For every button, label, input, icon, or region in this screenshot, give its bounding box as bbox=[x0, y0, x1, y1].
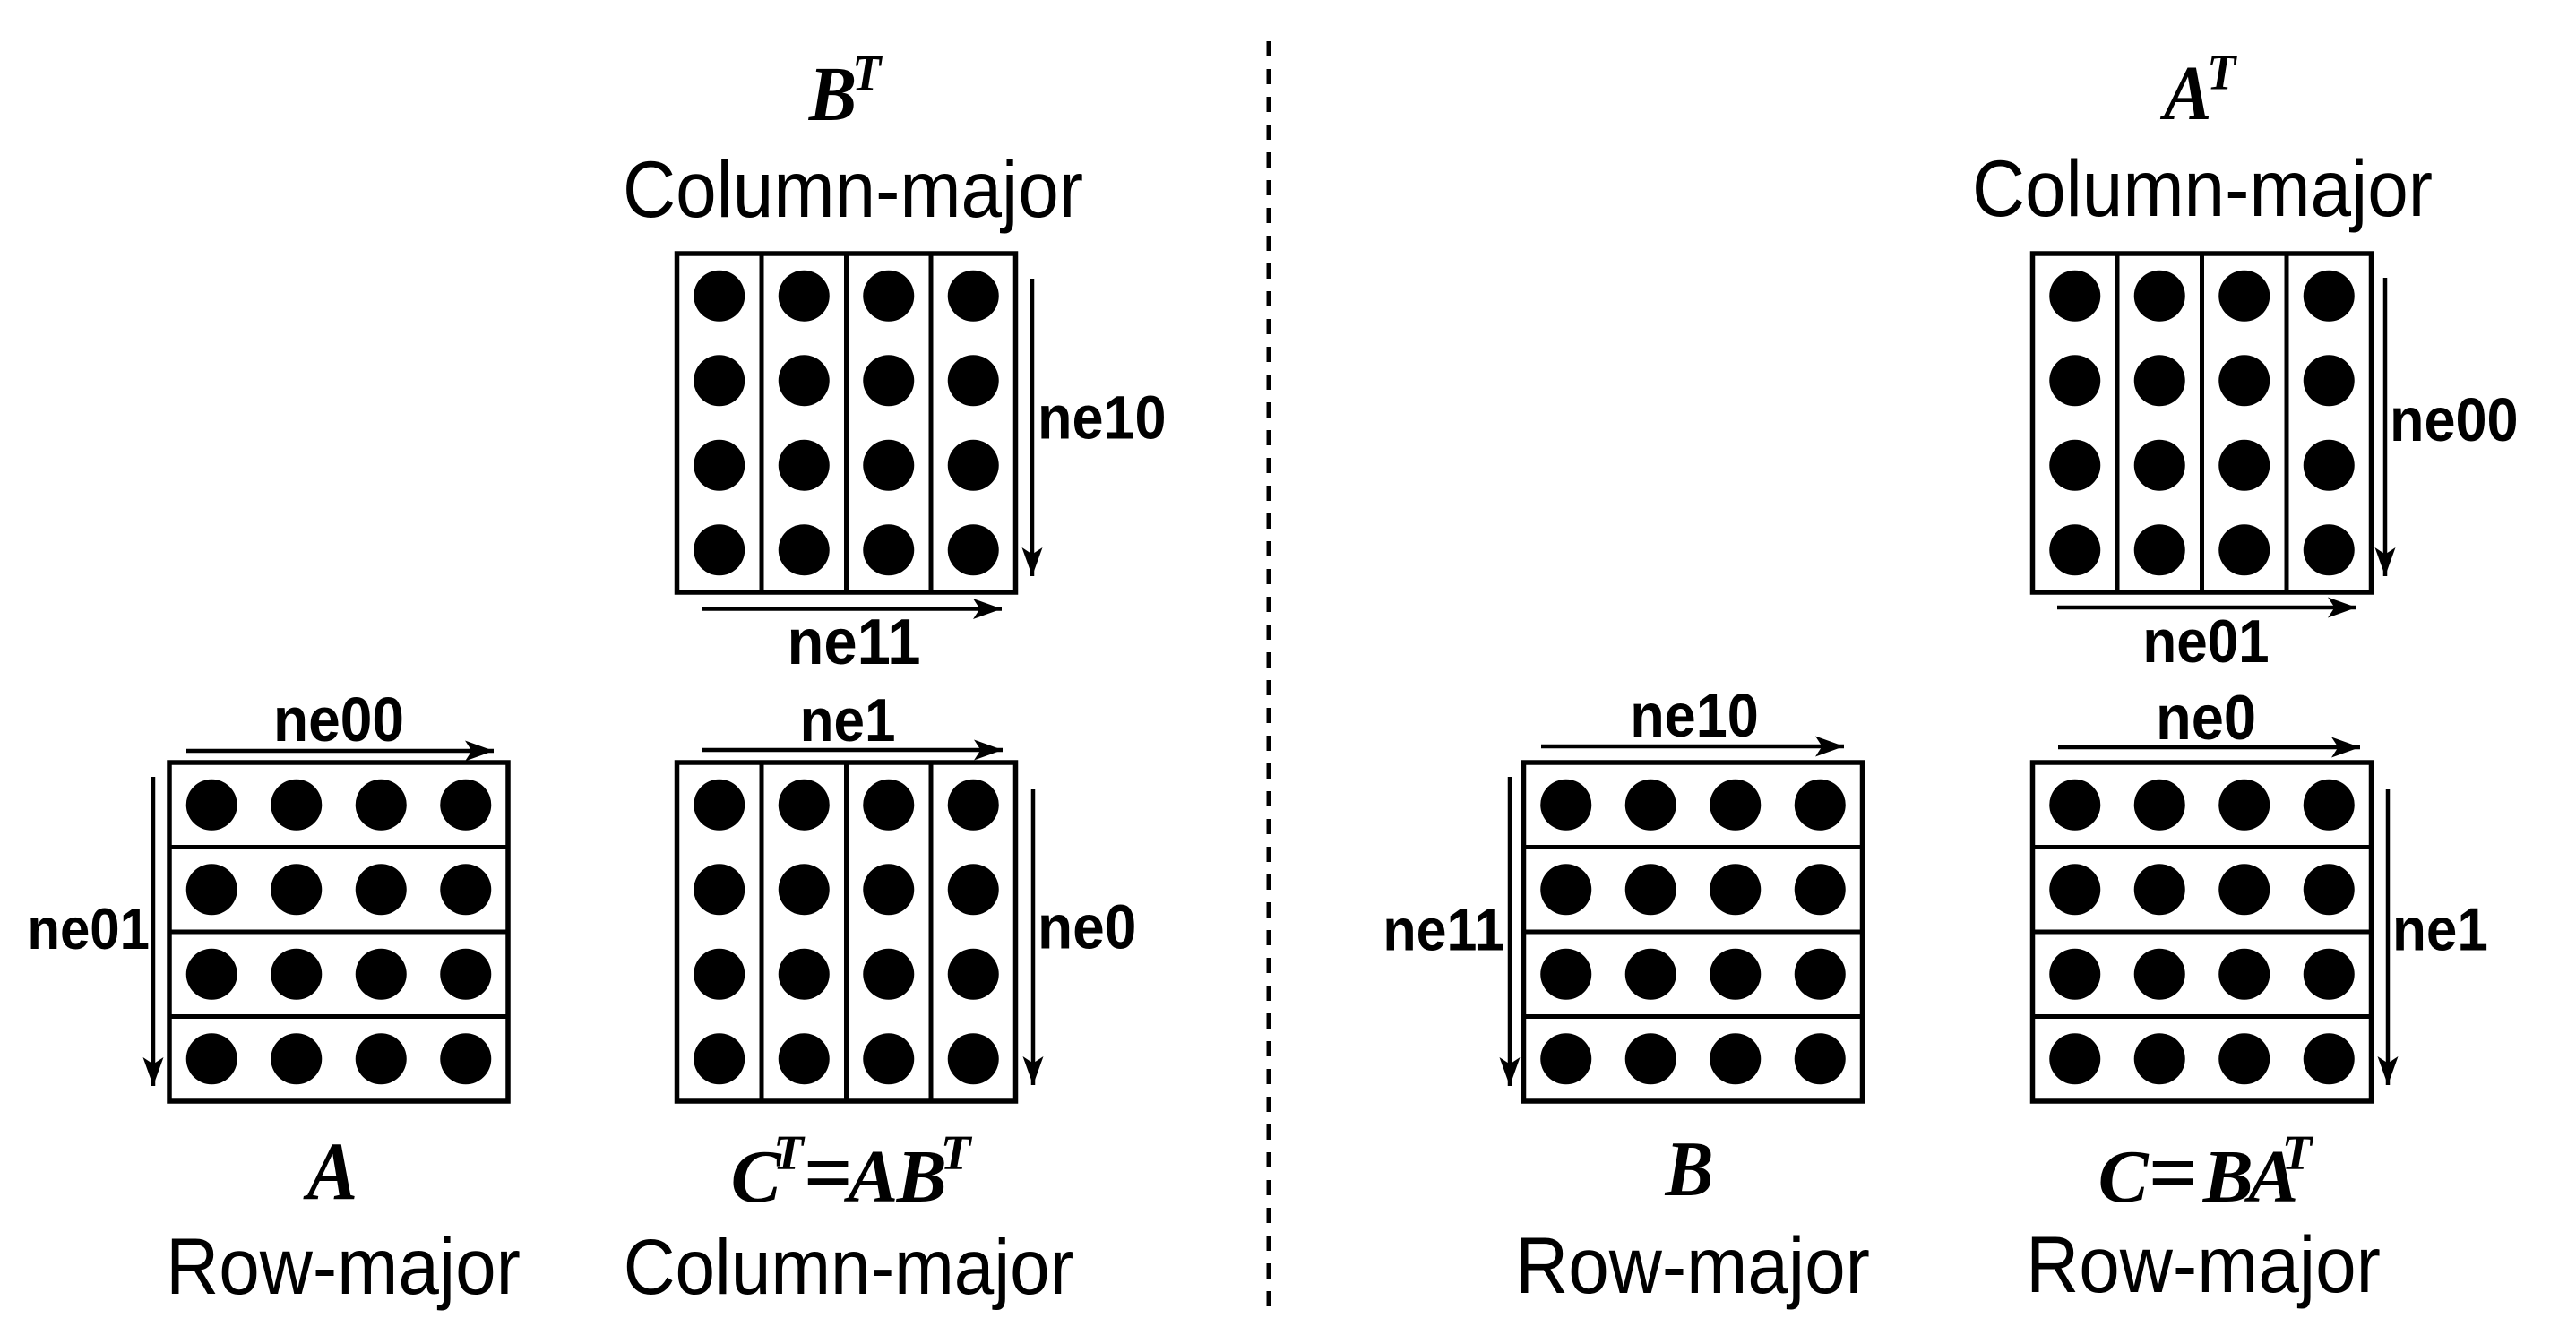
svg-text:Column-major: Column-major bbox=[623, 146, 1083, 235]
svg-text:T: T bbox=[941, 1125, 973, 1180]
svg-text:Row-major: Row-major bbox=[1515, 1222, 1870, 1311]
svg-text:Row-major: Row-major bbox=[166, 1223, 521, 1312]
svg-text:ne11: ne11 bbox=[1383, 897, 1504, 963]
svg-text:T: T bbox=[852, 44, 883, 100]
svg-text:ne10: ne10 bbox=[1630, 681, 1759, 750]
svg-text:Column-major: Column-major bbox=[1972, 145, 2433, 234]
svg-text:B: B bbox=[1665, 1126, 1714, 1213]
svg-text:ne00: ne00 bbox=[273, 685, 404, 755]
svg-text:T: T bbox=[2207, 43, 2237, 99]
svg-text:B: B bbox=[808, 52, 857, 138]
svg-text:A: A bbox=[843, 1135, 898, 1219]
svg-text:A: A bbox=[2244, 1135, 2298, 1219]
svg-text:=: = bbox=[2148, 1124, 2197, 1220]
svg-text:T: T bbox=[2282, 1125, 2314, 1180]
svg-text:ne0: ne0 bbox=[1038, 892, 1136, 962]
svg-text:ne1: ne1 bbox=[800, 686, 896, 754]
svg-text:C: C bbox=[2098, 1135, 2150, 1219]
svg-text:Row-major: Row-major bbox=[2026, 1221, 2381, 1310]
svg-text:A: A bbox=[2159, 51, 2211, 137]
svg-text:ne00: ne00 bbox=[2390, 385, 2519, 454]
svg-text:C: C bbox=[731, 1135, 782, 1219]
svg-text:ne01: ne01 bbox=[27, 897, 150, 962]
svg-text:Column-major: Column-major bbox=[624, 1223, 1074, 1311]
svg-text:B: B bbox=[2202, 1135, 2253, 1219]
svg-text:=: = bbox=[803, 1124, 852, 1220]
svg-text:ne10: ne10 bbox=[1038, 383, 1167, 452]
svg-text:ne11: ne11 bbox=[788, 605, 921, 677]
svg-text:ne0: ne0 bbox=[2156, 684, 2256, 754]
svg-text:ne01: ne01 bbox=[2142, 607, 2269, 676]
svg-text:T: T bbox=[773, 1125, 806, 1180]
svg-text:A: A bbox=[303, 1126, 358, 1218]
svg-text:B: B bbox=[896, 1135, 947, 1219]
svg-text:ne1: ne1 bbox=[2392, 895, 2488, 963]
